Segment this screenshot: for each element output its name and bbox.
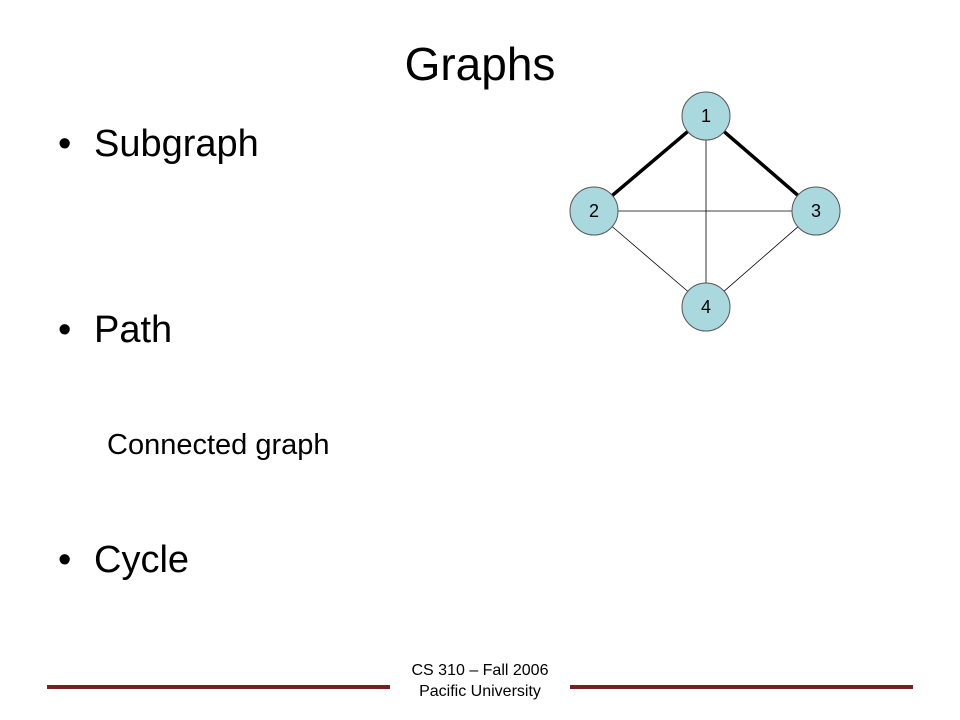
graph-node-3: 3: [791, 186, 841, 236]
graph-nodes: 1 2 3 4: [569, 91, 841, 332]
subitem-connected-graph: Connected graph: [107, 429, 330, 461]
node-circle: [791, 186, 841, 236]
footer: CS 310 – Fall 2006 Pacific University: [380, 660, 580, 702]
node-circle: [681, 282, 731, 332]
edge-3-4: [723, 226, 799, 292]
bullet-text: Subgraph: [94, 123, 259, 165]
footer-rule-left: [47, 685, 390, 689]
edge-2-4: [611, 226, 689, 292]
slide-title: Graphs: [404, 38, 556, 90]
edge-1-3: [723, 130, 799, 197]
graph-node-1: 1: [681, 91, 731, 141]
node-label: 3: [811, 201, 821, 221]
bullet-subgraph: • Subgraph: [58, 121, 259, 167]
node-label: 2: [589, 201, 599, 221]
footer-course: CS 310 – Fall 2006: [411, 662, 549, 679]
bullet-path: • Path: [58, 307, 172, 353]
footer-rule-right: [570, 685, 913, 689]
bullet-text: Cycle: [94, 539, 190, 581]
node-circle: [681, 91, 731, 141]
bullet-marker: •: [58, 309, 72, 351]
bullet-marker: •: [58, 123, 72, 165]
graph-node-2: 2: [569, 186, 619, 236]
bullet-cycle: • Cycle: [58, 537, 189, 583]
graph-edges: [611, 130, 799, 292]
node-label: 4: [701, 297, 711, 317]
footer-university: Pacific University: [419, 683, 541, 700]
bullet-marker: •: [58, 539, 72, 581]
node-circle: [569, 186, 619, 236]
node-label: 1: [701, 106, 711, 126]
bullet-text: Path: [94, 309, 173, 351]
graph-node-4: 4: [681, 282, 731, 332]
edge-1-2: [611, 130, 689, 197]
